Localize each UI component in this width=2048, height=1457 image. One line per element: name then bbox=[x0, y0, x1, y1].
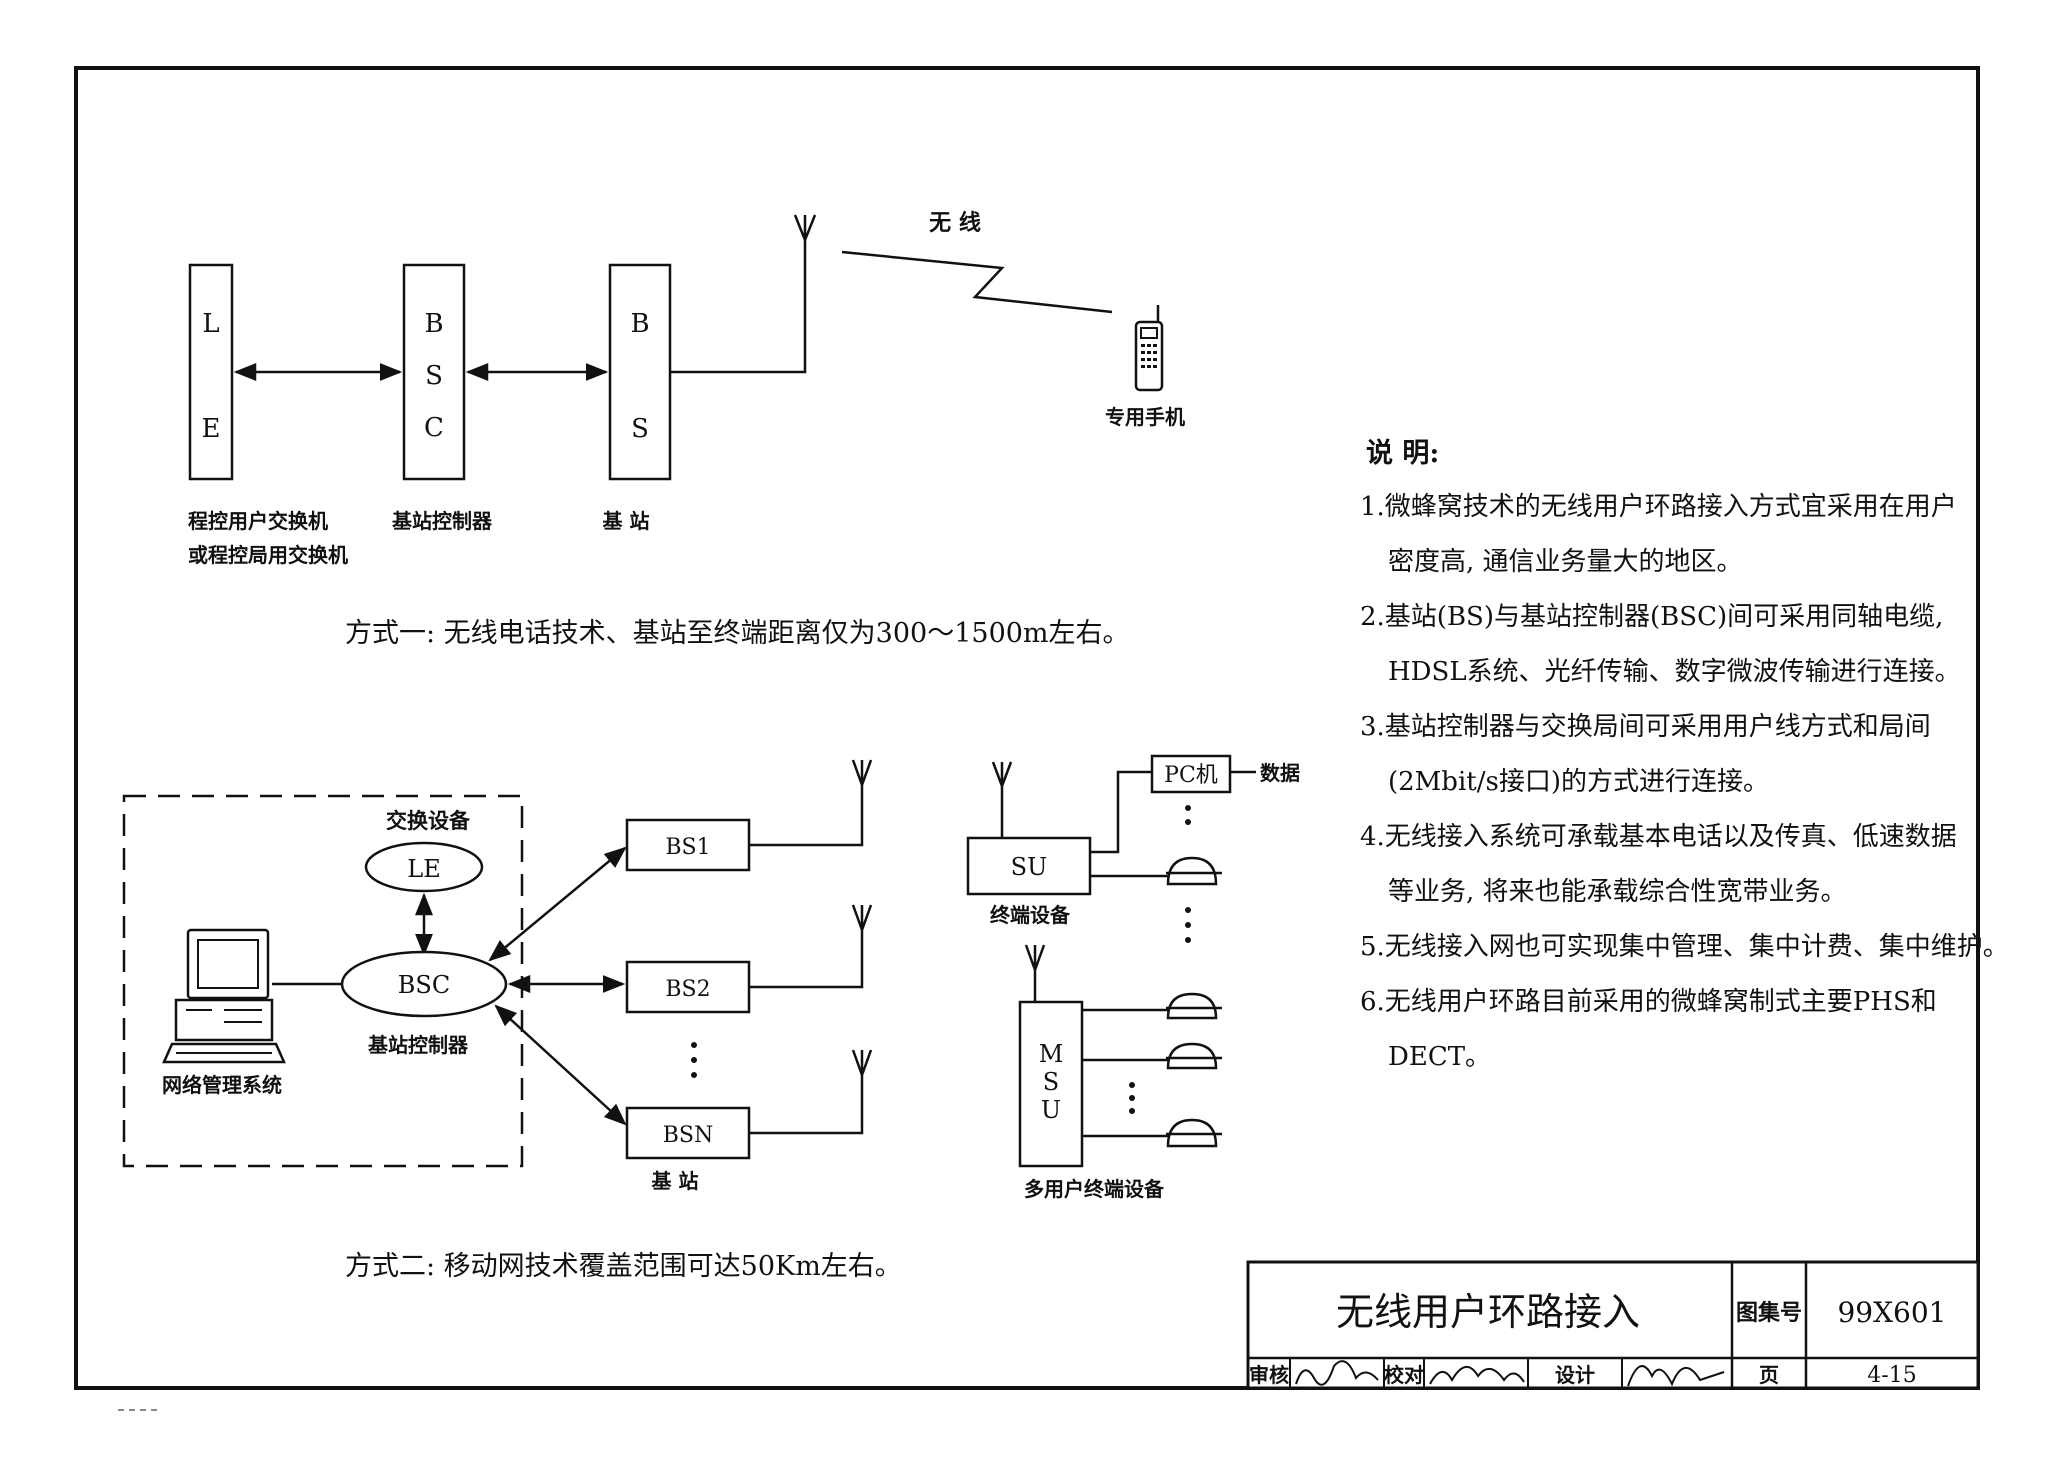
su-antenna-icon bbox=[991, 761, 1013, 787]
su-ellipsis-dots bbox=[1185, 907, 1191, 943]
bsc-ellipse-label: BSC bbox=[398, 971, 450, 999]
msu-letter-s: S bbox=[1043, 1068, 1059, 1096]
note-line: (2Mbit/s接口)的方式进行连接。 bbox=[1388, 767, 1769, 797]
page-number: 4-15 bbox=[1867, 1363, 1916, 1388]
note-line: HDSL系统、光纤传输、数字微波传输进行连接。 bbox=[1388, 657, 1961, 687]
review-label: 审核 bbox=[1249, 1363, 1289, 1387]
msu-telephone2-icon bbox=[1166, 1042, 1222, 1070]
atlas-number: 99X601 bbox=[1837, 1296, 1946, 1329]
scheme2-diagram: 交换设备 LE BSC 基站控制器 网络管理系统 BS1 BS2 BSN bbox=[122, 754, 1300, 1282]
computer-icon bbox=[162, 928, 286, 1064]
reviewer-signature bbox=[1295, 1360, 1379, 1386]
msu-telephone1-icon bbox=[1166, 992, 1222, 1020]
designer-signature bbox=[1627, 1365, 1725, 1387]
bs2-antenna-feed bbox=[749, 930, 864, 989]
le-ellipse bbox=[364, 841, 484, 893]
bs1-antenna-icon bbox=[851, 759, 873, 786]
design-label: 设计 bbox=[1555, 1363, 1595, 1387]
msu-caption: 多用户终端设备 bbox=[1024, 1177, 1165, 1201]
bs1-label: BS1 bbox=[665, 835, 710, 860]
notes-title: 说 明: bbox=[1366, 438, 1439, 469]
handset-icon bbox=[1134, 305, 1164, 392]
scheme1-diagram: L E B S C B S 无 线 专用手机 程控用 bbox=[188, 210, 1185, 649]
bsc-box bbox=[402, 263, 466, 481]
le-box bbox=[188, 263, 234, 481]
le-caption-1: 程控用户交换机 bbox=[188, 509, 328, 533]
bsc-letter-s: S bbox=[425, 361, 443, 391]
le-letter-l: L bbox=[202, 309, 219, 339]
title-block: 无线用户环路接入 图集号 99X601 审核 校对 设计 页 4-15 bbox=[1246, 1260, 1980, 1390]
bs2-label: BS2 bbox=[665, 977, 710, 1002]
su-label: SU bbox=[1011, 853, 1048, 881]
note-line: 5.无线接入网也可实现集中管理、集中计费、集中维护。 bbox=[1360, 932, 2009, 962]
scheme2-caption: 方式二: 移动网技术覆盖范围可达50Km左右。 bbox=[345, 1251, 902, 1282]
note-line: 等业务, 将来也能承载综合性宽带业务。 bbox=[1388, 877, 1847, 907]
su-box bbox=[966, 836, 1092, 896]
bs2-antenna-icon bbox=[851, 904, 873, 931]
bs-letter-s: S bbox=[631, 414, 649, 444]
pc-ellipsis-dots bbox=[1185, 805, 1191, 825]
msu-antenna-icon bbox=[1024, 944, 1046, 971]
bsn-antenna-feed bbox=[749, 1075, 864, 1135]
bsc-caption: 基站控制器 bbox=[392, 509, 493, 533]
bsc-letter-b: B bbox=[424, 309, 443, 339]
msu-ellipsis-dots bbox=[1129, 1082, 1135, 1114]
su-pc-link bbox=[1090, 770, 1152, 854]
switch-group-label: 交换设备 bbox=[386, 808, 471, 833]
handset-label: 专用手机 bbox=[1105, 405, 1185, 429]
bsn-label: BSN bbox=[663, 1123, 714, 1148]
radio-link-zigzag bbox=[841, 250, 1113, 314]
le-ellipse-label: LE bbox=[407, 855, 440, 883]
note-line: 6.无线用户环路目前采用的微蜂窝制式主要PHS和 bbox=[1360, 987, 1937, 1017]
su-telephone-icon bbox=[1166, 856, 1222, 886]
note-line: 3.基站控制器与交换局间可采用用户线方式和局间 bbox=[1360, 712, 1931, 742]
msu-box bbox=[1018, 1000, 1084, 1168]
pc-box bbox=[1150, 754, 1232, 794]
bsc-bsn-link bbox=[494, 1004, 627, 1126]
bs2-caption: 基 站 bbox=[652, 1169, 699, 1193]
msu-letter-u: U bbox=[1041, 1096, 1061, 1124]
note-line: DECT。 bbox=[1388, 1042, 1491, 1072]
note-line: 4.无线接入系统可承载基本电话以及传真、低速数据 bbox=[1360, 822, 1957, 852]
bs2-box bbox=[625, 960, 751, 1014]
check-label: 校对 bbox=[1384, 1363, 1424, 1387]
msu-letter-m: M bbox=[1039, 1040, 1064, 1068]
bs1-box bbox=[625, 818, 751, 872]
pc-label: PC机 bbox=[1164, 763, 1218, 788]
bs-caption: 基 站 bbox=[603, 509, 650, 533]
scheme1-caption: 方式一: 无线电话技术、基站至终端距离仅为300～1500m左右。 bbox=[345, 618, 1130, 649]
note-line: 1.微蜂窝技术的无线用户环路接入方式宜采用在用户 bbox=[1360, 492, 1957, 522]
notes-block: 说 明: 1.微蜂窝技术的无线用户环路接入方式宜采用在用户 密度高, 通信业务量… bbox=[1360, 438, 2009, 1072]
bsc-bs1-link bbox=[488, 846, 627, 962]
bsn-antenna-icon bbox=[851, 1049, 873, 1076]
su-caption: 终端设备 bbox=[990, 903, 1071, 927]
bsc2-caption: 基站控制器 bbox=[368, 1033, 469, 1057]
data-label: 数据 bbox=[1260, 761, 1300, 785]
msu-telephone3-icon bbox=[1166, 1118, 1222, 1148]
bs-letter-b: B bbox=[630, 309, 649, 339]
bsc-letter-c: C bbox=[424, 413, 444, 443]
drawing-title: 无线用户环路接入 bbox=[1336, 1290, 1640, 1334]
page-label: 页 bbox=[1759, 1363, 1779, 1387]
bs-antenna-icon bbox=[793, 214, 817, 241]
note-line: 密度高, 通信业务量大的地区。 bbox=[1388, 547, 1743, 577]
note-line: 2.基站(BS)与基站控制器(BSC)间可采用同轴电缆, bbox=[1360, 602, 1943, 632]
nms-caption: 网络管理系统 bbox=[162, 1073, 282, 1097]
wireless-label: 无 线 bbox=[929, 210, 981, 236]
checker-signature bbox=[1429, 1366, 1525, 1385]
bs1-antenna-feed bbox=[749, 785, 864, 847]
le-caption-2: 或程控局用交换机 bbox=[188, 543, 348, 567]
bsn-box bbox=[625, 1106, 751, 1160]
atlas-label: 图集号 bbox=[1736, 1300, 1802, 1326]
le-letter-e: E bbox=[202, 414, 221, 444]
bs-ellipsis-dots bbox=[691, 1042, 697, 1078]
bs-box bbox=[608, 263, 672, 481]
bs-antenna-feed bbox=[670, 240, 807, 374]
sheet-frame bbox=[74, 66, 1980, 1390]
